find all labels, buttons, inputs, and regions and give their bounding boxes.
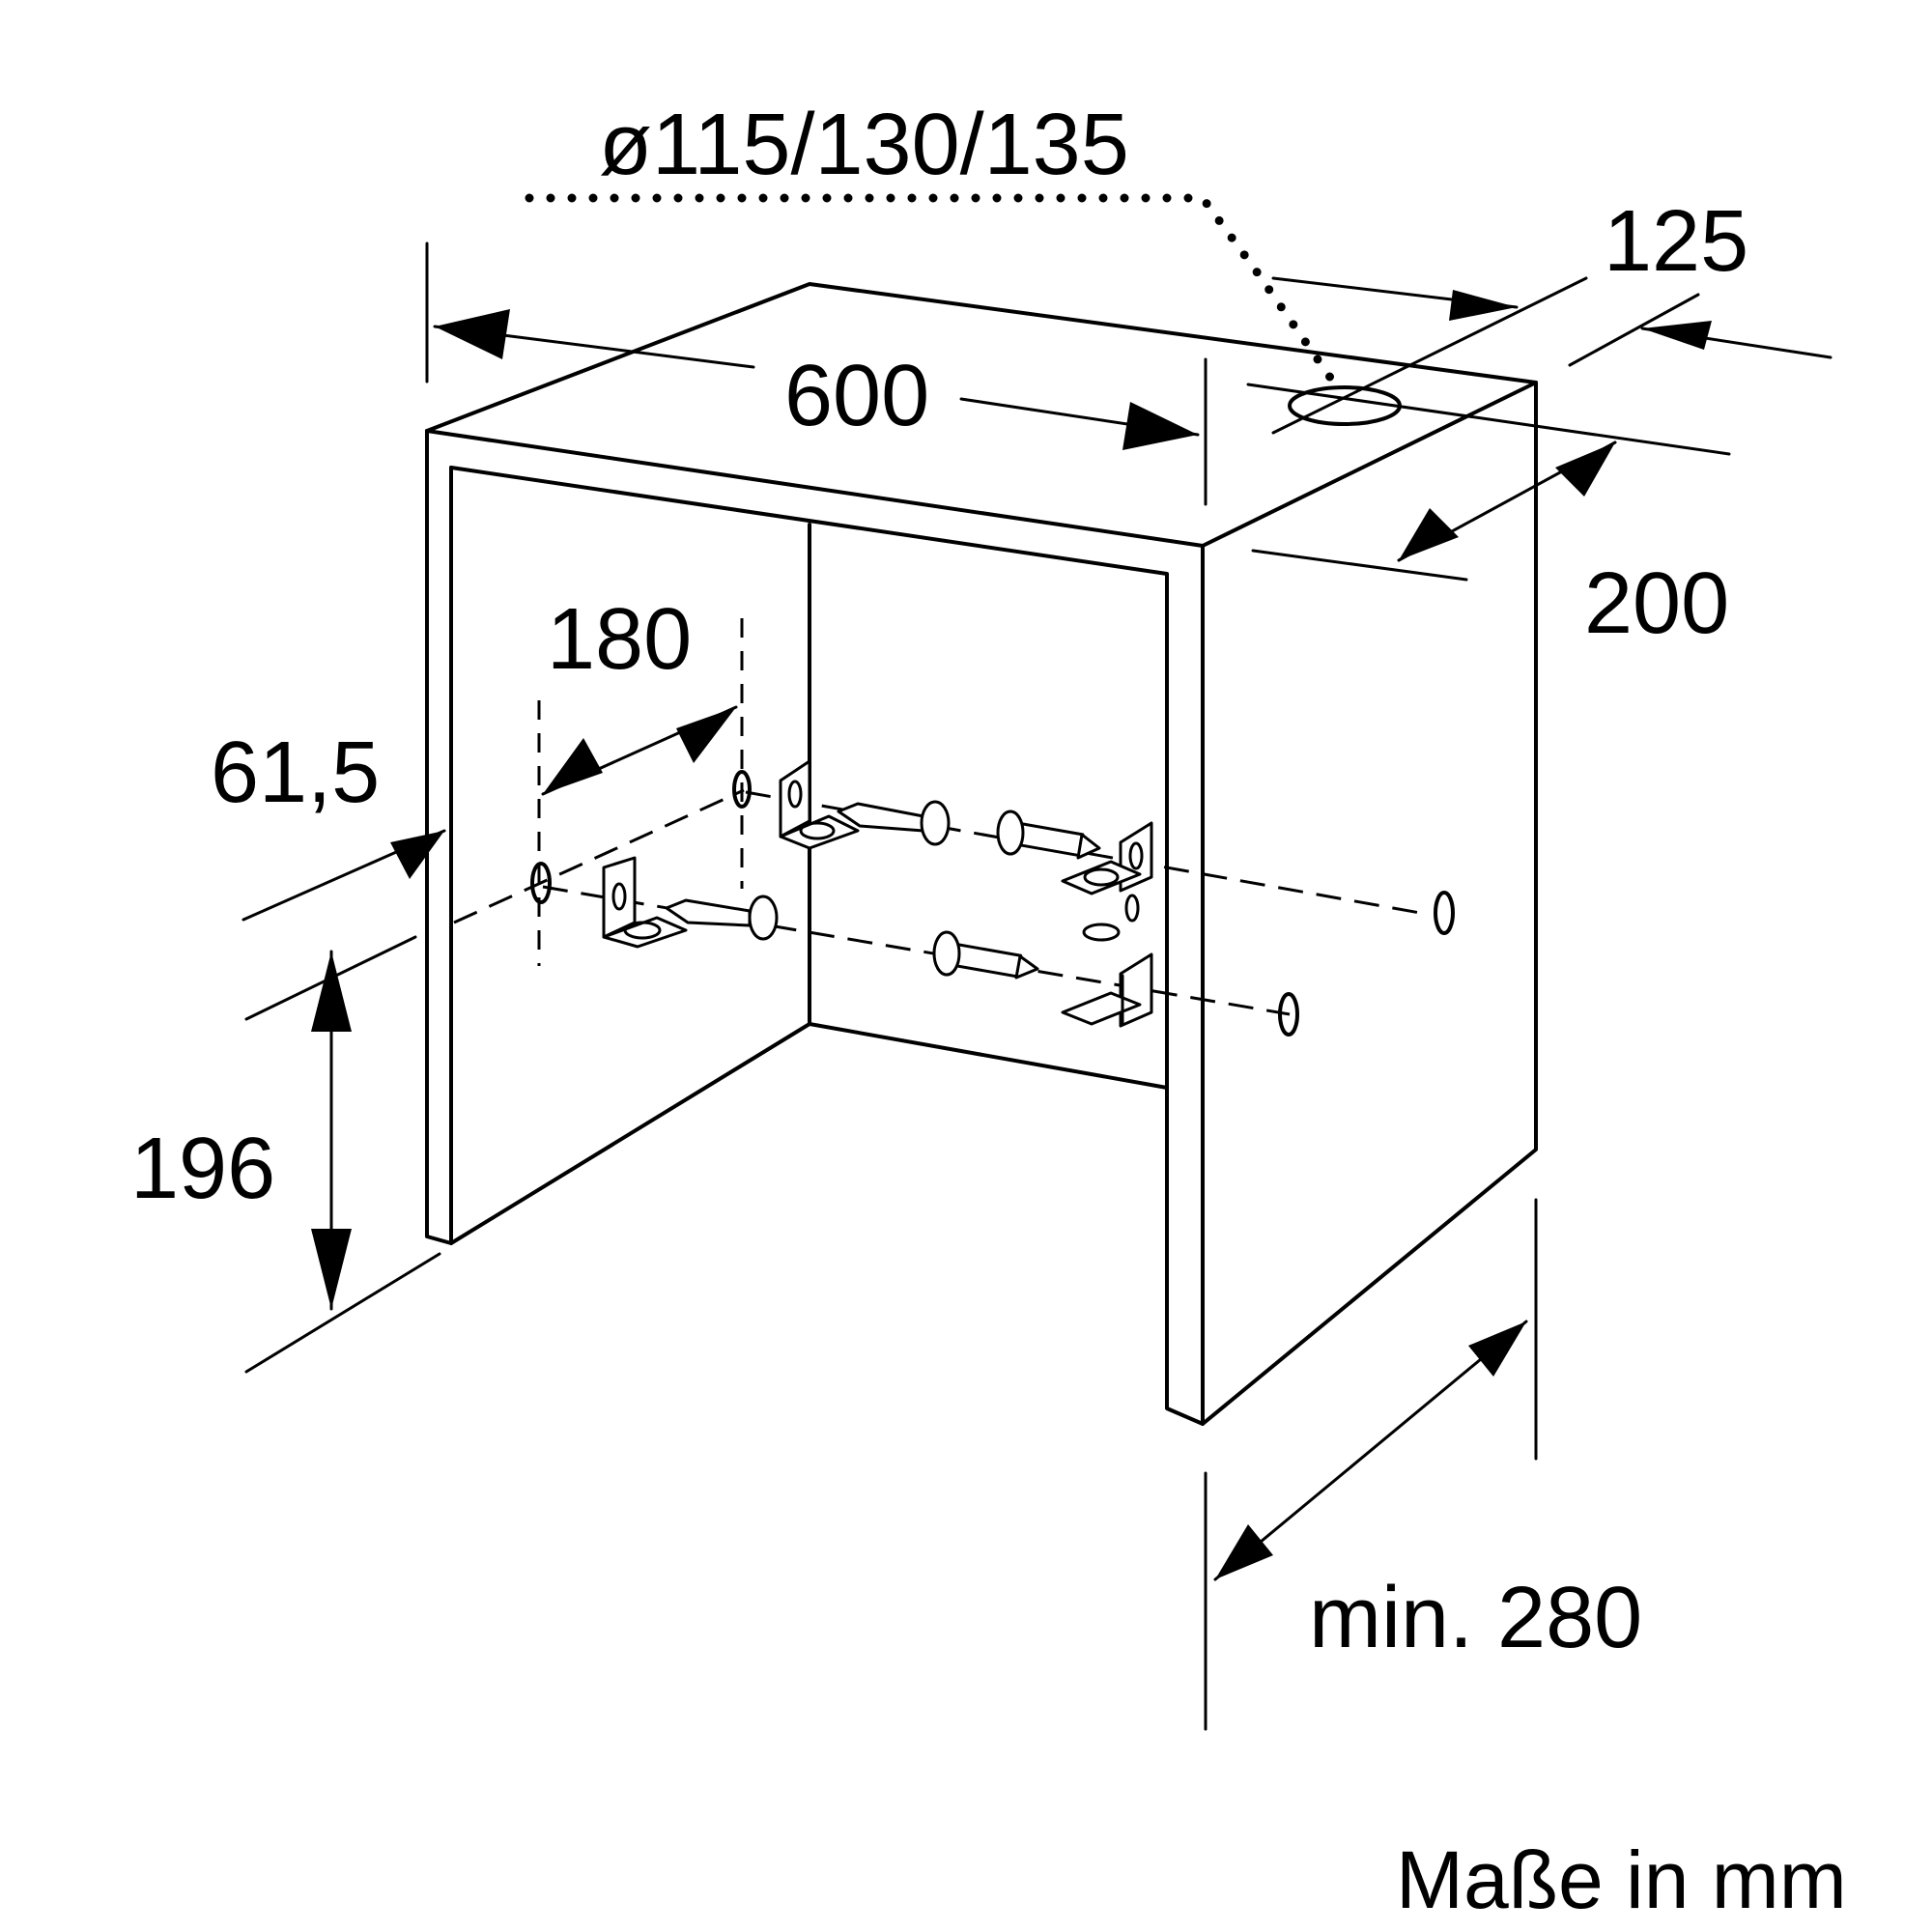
mounting-bracket: [1061, 952, 1153, 1028]
side-offset-dimension: [242, 829, 446, 1021]
wall-hole: [530, 862, 552, 904]
depth-dimension: [1246, 383, 1731, 582]
mounting-bracket: [1061, 821, 1153, 942]
side-offset-label: 61,5: [211, 724, 380, 821]
min-distance-label: min. 280: [1309, 1570, 1642, 1666]
spacing-label: 180: [547, 591, 692, 688]
min-distance-dimension: [1204, 1198, 1538, 1731]
dowel: [996, 810, 1101, 860]
screw: [837, 800, 951, 846]
dowel: [932, 930, 1039, 980]
offset-top-label: 125: [1604, 193, 1748, 290]
mounting-bracket: [779, 759, 860, 850]
wall-hole: [1434, 891, 1455, 935]
wall-hole: [1278, 992, 1299, 1037]
height-label: 196: [130, 1121, 275, 1217]
mounting-bracket: [602, 856, 688, 949]
offset-top-dimension: [1271, 276, 1833, 435]
width-label: 600: [784, 348, 929, 444]
spacing-dimension: [537, 618, 744, 966]
depth-label: 200: [1584, 555, 1729, 652]
diameter-leader: [525, 193, 1338, 386]
cabinet-outline: [425, 282, 1538, 1426]
units-caption: Maße in mm: [1396, 1834, 1847, 1925]
diameter-label: ø115/130/135: [599, 97, 1129, 193]
wall-hole: [732, 770, 752, 809]
screw: [665, 895, 779, 941]
width-dimension: [425, 242, 1208, 506]
height-dimension: [244, 950, 441, 1374]
